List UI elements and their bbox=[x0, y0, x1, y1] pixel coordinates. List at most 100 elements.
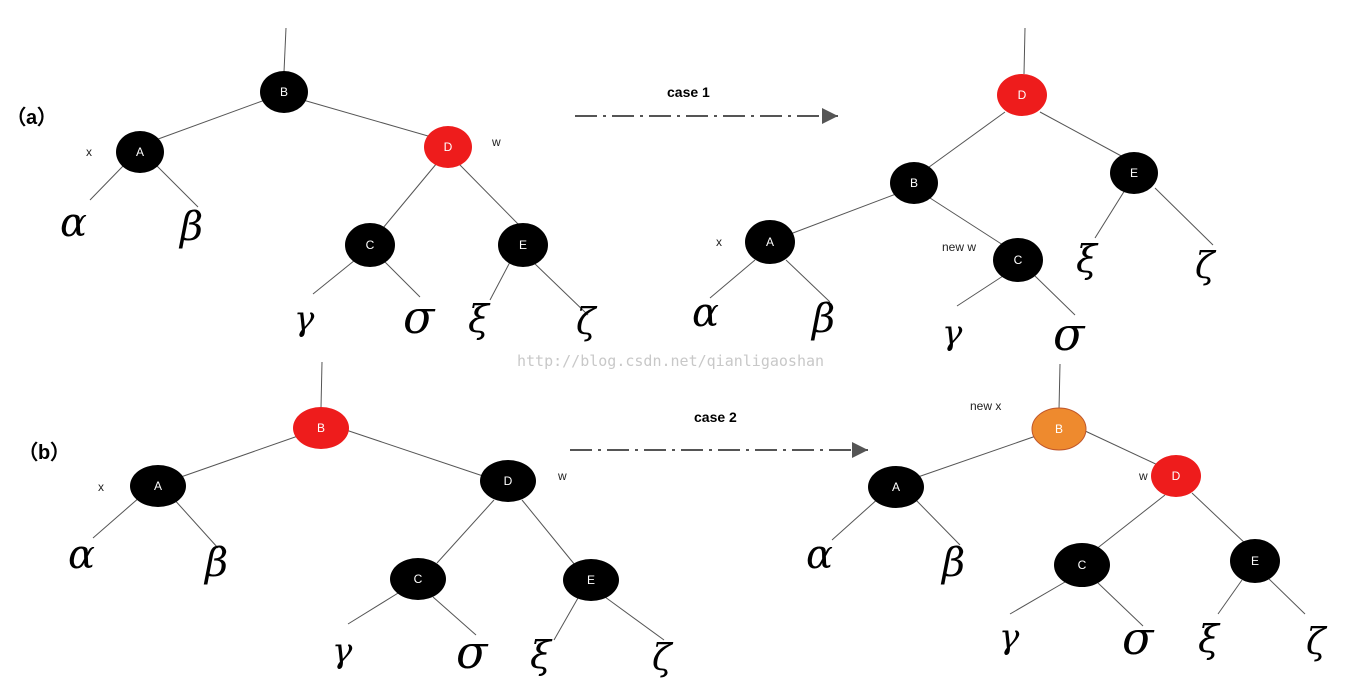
edge bbox=[924, 111, 1006, 171]
watermark: http://blog.csdn.net/qianligaoshan bbox=[517, 352, 824, 370]
greek-beta: β bbox=[810, 296, 835, 342]
case-2-label: case 2 bbox=[694, 409, 737, 425]
edge bbox=[956, 275, 1004, 307]
greek-beta: β bbox=[203, 540, 228, 586]
edge bbox=[521, 499, 576, 566]
edge bbox=[1058, 363, 1061, 411]
edge bbox=[1009, 581, 1066, 615]
node-c bbox=[390, 558, 446, 600]
node-e bbox=[1230, 539, 1280, 583]
edge bbox=[1082, 429, 1161, 467]
tree-a-after: D B E A C x new w ξ ζ α β γ σ bbox=[692, 27, 1217, 361]
edge bbox=[1094, 189, 1126, 239]
node-label: E bbox=[519, 238, 527, 252]
edge bbox=[92, 496, 141, 539]
node-label: C bbox=[1078, 558, 1087, 572]
node-c bbox=[1054, 543, 1110, 587]
greek-alpha: α bbox=[68, 532, 95, 578]
annotation-x: x bbox=[716, 235, 722, 249]
edge bbox=[1267, 577, 1306, 615]
node-a bbox=[868, 466, 924, 508]
case-1-label: case 1 bbox=[667, 84, 710, 100]
greek-alpha: α bbox=[60, 200, 87, 246]
node-d bbox=[997, 74, 1047, 116]
node-b bbox=[1031, 407, 1087, 451]
greek-xi: ξ bbox=[530, 633, 553, 677]
node-d bbox=[480, 460, 536, 502]
node-label: C bbox=[1014, 253, 1023, 267]
edge bbox=[382, 162, 438, 229]
greek-zeta: ζ bbox=[576, 302, 598, 343]
edge bbox=[283, 27, 287, 73]
node-label: D bbox=[504, 474, 513, 488]
greek-gamma: γ bbox=[942, 313, 963, 353]
node-label: D bbox=[444, 140, 453, 154]
edge bbox=[1217, 579, 1243, 615]
annotation-w: w bbox=[1138, 469, 1148, 483]
node-c bbox=[345, 223, 395, 267]
node-b bbox=[260, 71, 308, 113]
edge bbox=[347, 589, 404, 625]
edge bbox=[1034, 275, 1076, 316]
edge bbox=[302, 99, 436, 139]
edge bbox=[1191, 492, 1249, 547]
edge bbox=[154, 163, 199, 208]
greek-alpha: α bbox=[806, 532, 833, 578]
edge bbox=[1094, 494, 1166, 551]
node-d bbox=[1151, 455, 1201, 497]
node-e bbox=[1110, 152, 1158, 194]
node-label: B bbox=[317, 421, 325, 435]
greek-alpha: α bbox=[692, 290, 719, 336]
greek-gamma: γ bbox=[332, 631, 353, 671]
greek-xi: ξ bbox=[1076, 237, 1099, 281]
edge bbox=[831, 496, 881, 541]
edge bbox=[604, 596, 665, 641]
edge bbox=[914, 435, 1037, 479]
edge bbox=[432, 596, 477, 636]
greek-zeta: ζ bbox=[1306, 622, 1328, 663]
annotation-new-w: new w bbox=[942, 240, 976, 254]
annotation-x: x bbox=[98, 480, 104, 494]
edge bbox=[553, 597, 579, 641]
tree-a-before: B A D C E x w α β γ σ ξ ζ bbox=[60, 27, 598, 344]
greek-zeta: ζ bbox=[1195, 246, 1217, 287]
node-label: B bbox=[280, 85, 288, 99]
edge bbox=[436, 499, 495, 564]
node-a bbox=[116, 131, 164, 173]
greek-xi: ξ bbox=[468, 297, 491, 341]
edge bbox=[1023, 27, 1026, 75]
tree-b-before: B A D C E x w α β γ σ ξ ζ bbox=[68, 361, 674, 679]
annotation-w: w bbox=[557, 469, 567, 483]
annotation-w: w bbox=[491, 135, 501, 149]
greek-sigma: σ bbox=[456, 625, 489, 679]
greek-xi: ξ bbox=[1198, 617, 1221, 661]
edge bbox=[89, 163, 126, 201]
greek-sigma: σ bbox=[1122, 611, 1155, 665]
edge bbox=[312, 255, 361, 295]
edge bbox=[1154, 187, 1214, 246]
annotation-x: x bbox=[86, 145, 92, 159]
node-a bbox=[130, 465, 186, 507]
edge bbox=[177, 435, 299, 479]
edge bbox=[320, 361, 323, 409]
node-a bbox=[745, 220, 795, 264]
greek-beta: β bbox=[940, 540, 965, 586]
node-e bbox=[498, 223, 548, 267]
greek-sigma: σ bbox=[403, 290, 436, 344]
node-label: E bbox=[1251, 554, 1259, 568]
node-label: D bbox=[1018, 88, 1027, 102]
node-b bbox=[890, 162, 938, 204]
node-label: E bbox=[587, 573, 595, 587]
edge bbox=[489, 261, 511, 301]
edge bbox=[784, 193, 897, 237]
part-label-a: （a） bbox=[6, 106, 57, 129]
node-label: A bbox=[892, 480, 900, 494]
node-label: A bbox=[154, 479, 162, 493]
node-label: D bbox=[1172, 469, 1181, 483]
edge bbox=[457, 162, 521, 227]
greek-sigma: σ bbox=[1053, 307, 1086, 361]
edge bbox=[1039, 111, 1126, 159]
node-label: B bbox=[910, 176, 918, 190]
node-e bbox=[563, 559, 619, 601]
